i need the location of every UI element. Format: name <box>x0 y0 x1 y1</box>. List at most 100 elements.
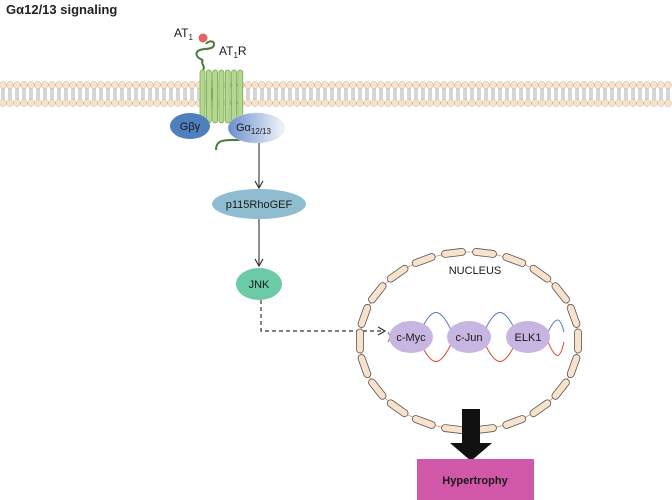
lipid-head <box>251 99 259 107</box>
lipid-head <box>181 99 189 107</box>
lipid-head <box>538 81 546 89</box>
receptor-helix <box>212 69 218 124</box>
lipid-head <box>265 99 273 107</box>
lipid-head <box>370 81 378 89</box>
lipid-head <box>174 99 182 107</box>
lipid-head <box>580 99 588 107</box>
lipid-head <box>622 81 630 89</box>
lipid-head <box>286 81 294 89</box>
lipid-head <box>300 81 308 89</box>
lipid-head <box>111 81 119 89</box>
lipid-head <box>377 99 385 107</box>
lipid-head <box>0 81 7 89</box>
nuclear-envelope-segment <box>502 253 527 267</box>
lipid-head <box>419 99 427 107</box>
nuclear-envelope-segment <box>529 264 552 283</box>
nuclear-envelope-segment <box>551 378 570 400</box>
jnk-label: JNK <box>249 279 270 291</box>
lipid-head <box>468 99 476 107</box>
lipid-head <box>181 81 189 89</box>
lipid-head <box>356 81 364 89</box>
lipid-head <box>433 99 441 107</box>
tf-node <box>506 321 550 353</box>
lipid-head <box>657 81 665 89</box>
lipid-head <box>349 81 357 89</box>
lipid-head <box>559 81 567 89</box>
outcome-arrow-shaft <box>462 409 480 445</box>
lipid-head <box>629 99 637 107</box>
lipid-head <box>321 99 329 107</box>
lipid-head <box>160 81 168 89</box>
p115rhogef-label: p115RhoGEF <box>226 199 293 211</box>
lipid-head <box>335 81 343 89</box>
lipid-head <box>454 81 462 89</box>
nuclear-envelope-segment <box>529 399 552 418</box>
lipid-head <box>636 81 644 89</box>
lipid-head <box>643 81 651 89</box>
tf-label: c-Jun <box>456 332 483 344</box>
lipid-head <box>636 99 644 107</box>
lipid-head <box>146 81 154 89</box>
lipid-head <box>244 81 252 89</box>
lipid-head <box>335 99 343 107</box>
lipid-head <box>13 99 21 107</box>
lipid-head <box>405 99 413 107</box>
lipid-head <box>573 81 581 89</box>
receptor-helix <box>231 69 237 124</box>
lipid-head <box>258 81 266 89</box>
lipid-head <box>552 99 560 107</box>
lipid-head <box>594 81 602 89</box>
lipid-head <box>279 99 287 107</box>
lipid-head <box>608 99 616 107</box>
lipid-head <box>440 81 448 89</box>
nuclear-envelope-segment <box>386 399 409 418</box>
lipid-head <box>664 81 672 89</box>
lipid-head <box>419 81 427 89</box>
lipid-head <box>587 99 595 107</box>
lipid-head <box>643 99 651 107</box>
lipid-head <box>160 99 168 107</box>
lipid-head <box>426 99 434 107</box>
lipid-head <box>104 99 112 107</box>
nuclear-envelope-segment <box>356 328 364 354</box>
lipid-head <box>132 99 140 107</box>
lipid-head <box>300 99 308 107</box>
lipid-head <box>559 99 567 107</box>
lipid-head <box>566 99 574 107</box>
lipid-head <box>48 81 56 89</box>
lipid-head <box>342 81 350 89</box>
lipid-head <box>552 81 560 89</box>
receptor-c-tail <box>215 139 240 151</box>
lipid-head <box>69 81 77 89</box>
lipid-head <box>412 81 420 89</box>
lipid-head <box>363 99 371 107</box>
lipid-head <box>524 99 532 107</box>
lipid-head <box>6 99 14 107</box>
lipid-head <box>314 99 322 107</box>
lipid-head <box>167 81 175 89</box>
lipid-head <box>650 81 658 89</box>
lipid-head <box>104 81 112 89</box>
lipid-head <box>97 99 105 107</box>
lipid-head <box>13 81 21 89</box>
lipid-head <box>405 81 413 89</box>
lipid-head <box>83 81 91 89</box>
g-alpha-label: Gα12/13 <box>236 122 271 136</box>
nuclear-envelope-segment <box>386 264 409 283</box>
lipid-head <box>517 81 525 89</box>
at1-ligand-label: AT1 <box>174 26 193 42</box>
lipid-head <box>398 81 406 89</box>
nuclear-envelope-segment <box>472 248 497 258</box>
lipid-head <box>307 99 315 107</box>
lipid-head <box>601 99 609 107</box>
lipid-head <box>293 81 301 89</box>
receptor-helix <box>224 69 231 124</box>
lipid-head <box>139 81 147 89</box>
lipid-head <box>650 99 658 107</box>
lipid-head <box>146 99 154 107</box>
lipid-head <box>321 81 329 89</box>
lipid-head <box>111 99 119 107</box>
nuclear-envelope-segment <box>566 354 581 378</box>
lipid-head <box>482 81 490 89</box>
nuclear-envelope-segment <box>551 282 570 304</box>
